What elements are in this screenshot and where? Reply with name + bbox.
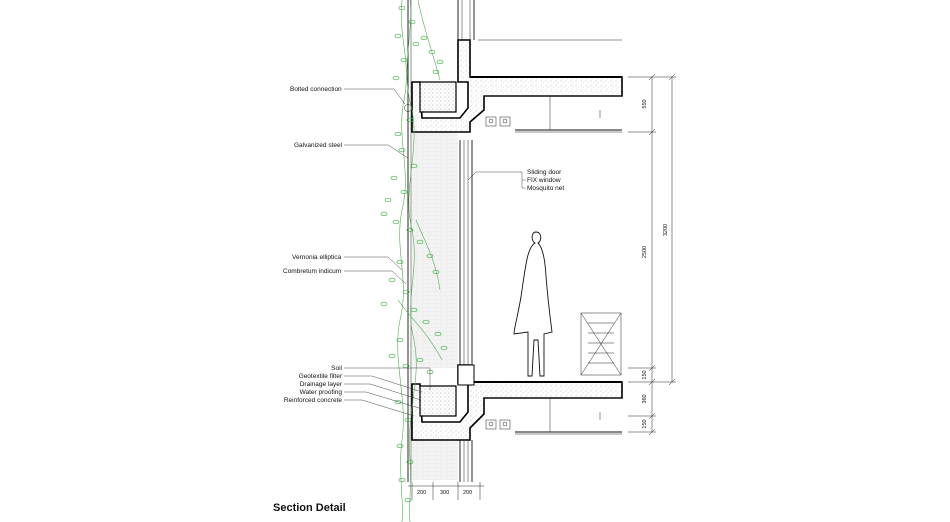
human-figure-icon <box>513 231 553 377</box>
dim-200-left: 200 <box>417 490 426 496</box>
plant-vine-icon <box>380 0 448 522</box>
label-geotextile: Geotextile filter <box>299 373 343 380</box>
dim-150-top: 150 <box>642 370 648 379</box>
right-annotations: Sliding door FIX window Mosquito net <box>467 169 564 192</box>
label-drainage: Drainage layer <box>300 381 343 388</box>
label-combretum: Combretum indicum <box>283 268 341 275</box>
dim-550: 550 <box>642 99 648 108</box>
label-bolted-connection: Bolted connection <box>290 86 342 93</box>
vertical-dimensions: 550 2500 3200 150 360 150 <box>628 73 676 436</box>
left-annotations: Bolted connection Galvanized steel Verno… <box>283 86 431 417</box>
dim-3200: 3200 <box>663 224 669 236</box>
label-waterproofing: Water proofing <box>300 389 343 396</box>
drawing-title: Section Detail <box>273 502 346 514</box>
horizontal-dimensions: 200 300 200 <box>408 482 484 500</box>
dim-200-right: 200 <box>463 490 472 496</box>
dim-2500: 2500 <box>642 246 648 258</box>
facade-wall <box>412 130 458 368</box>
label-galvanized-steel: Galvanized steel <box>294 142 343 149</box>
facade-wall-lower <box>412 440 458 480</box>
label-fix-window: FIX window <box>527 177 561 184</box>
label-sliding-door: Sliding door <box>527 169 562 176</box>
chair <box>580 312 622 376</box>
dim-300: 300 <box>440 490 449 496</box>
dim-150-bottom: 150 <box>642 419 648 428</box>
dim-360: 360 <box>642 394 648 403</box>
label-reinforced-concrete: Reinforced concrete <box>284 397 343 404</box>
label-mosquito-net: Mosquito net <box>527 185 564 192</box>
label-soil: Soil <box>331 365 342 372</box>
lower-slab <box>411 364 623 441</box>
label-vernonia: Vernonia elliptica <box>292 254 342 261</box>
upper-slab <box>404 39 623 133</box>
